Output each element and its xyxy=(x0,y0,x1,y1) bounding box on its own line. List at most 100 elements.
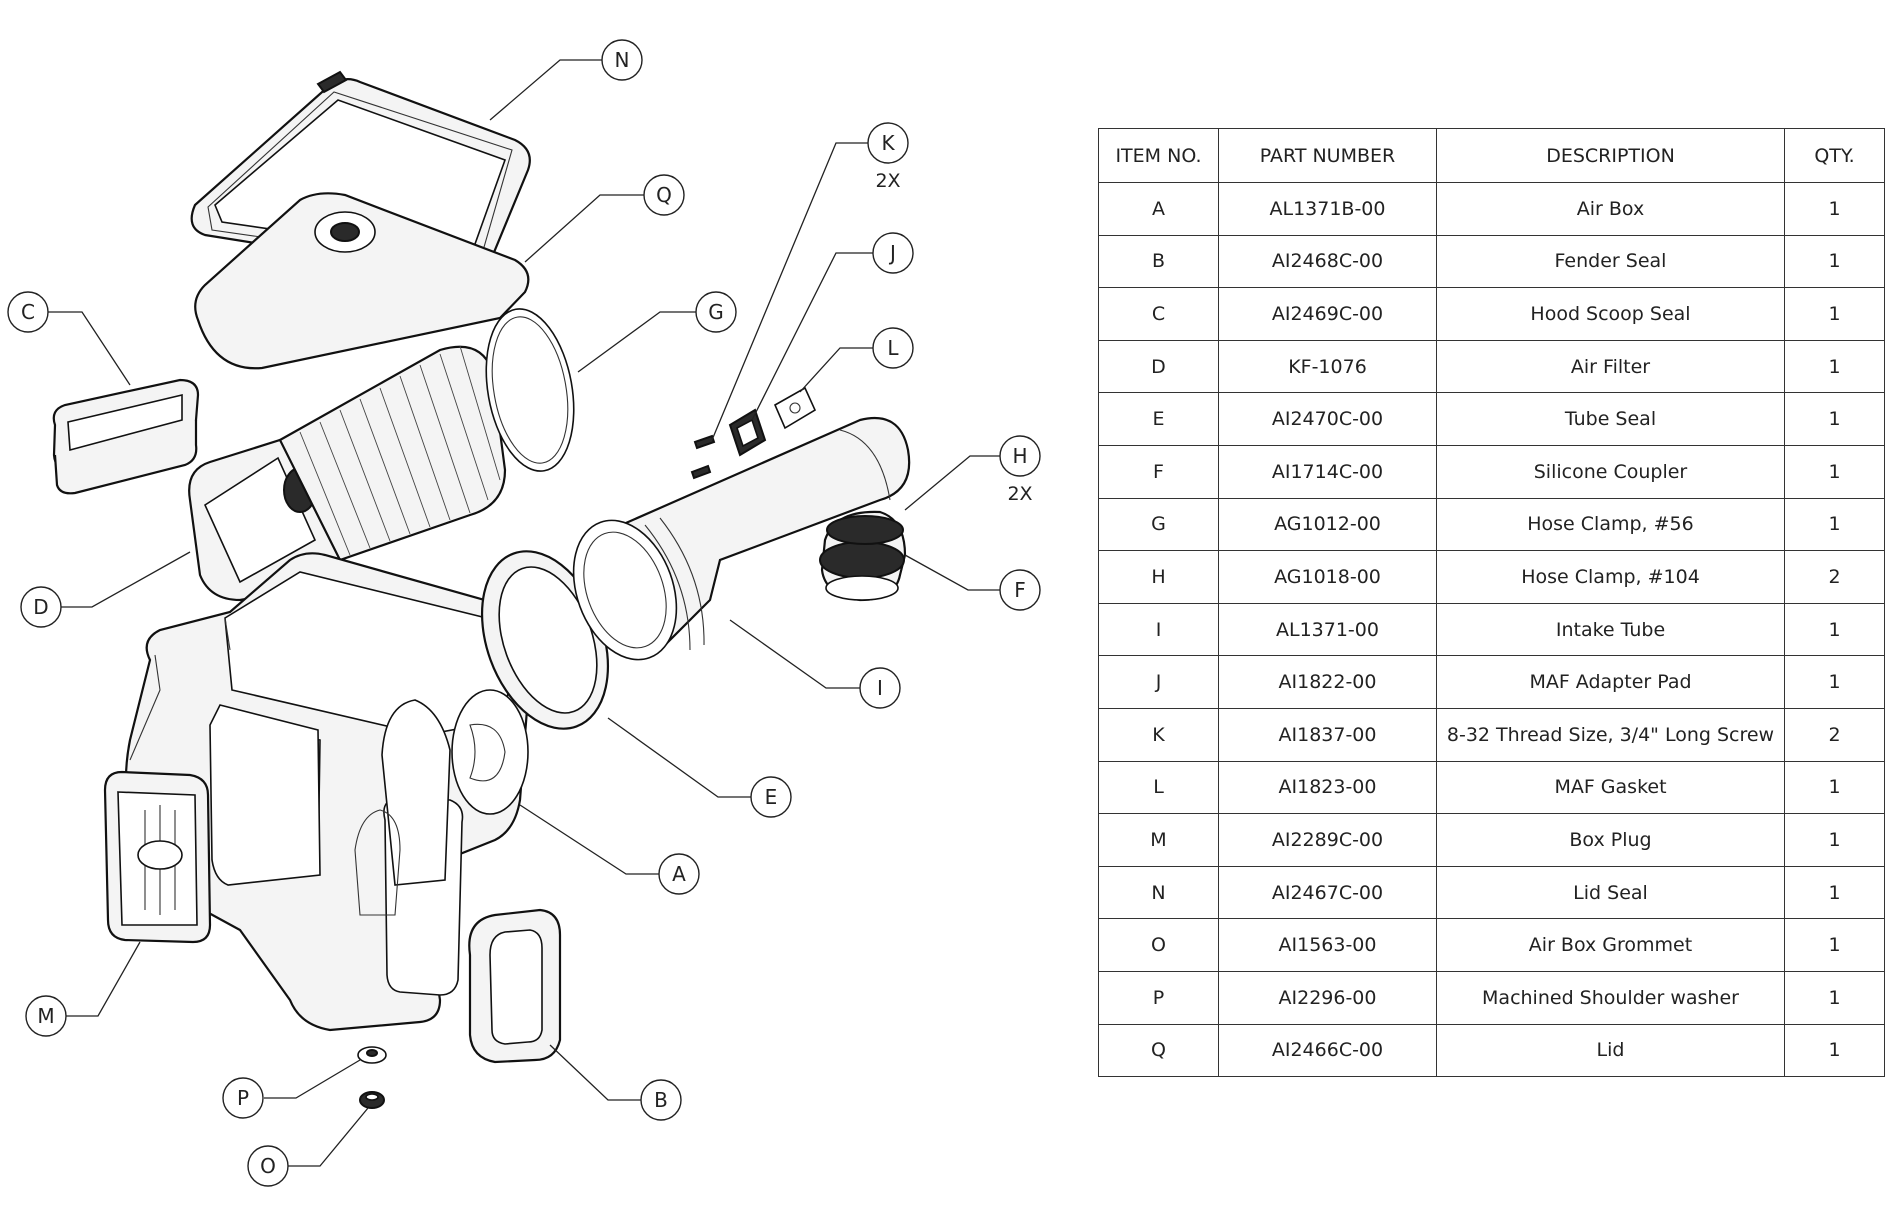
cell-part-number: AI2468C-00 xyxy=(1218,234,1437,289)
cell-description: Air Box xyxy=(1436,182,1785,236)
svg-text:B: B xyxy=(654,1088,668,1112)
cell-part-number: AG1018-00 xyxy=(1218,550,1437,604)
exploded-diagram: N Q C G K 2X J L H 2X D F I E A M P B O xyxy=(7,39,1041,1187)
cell-part-number: AI1837-00 xyxy=(1218,707,1437,762)
quantity-note-H: 2X xyxy=(1007,483,1032,505)
cell-item: I xyxy=(1098,602,1219,657)
cell-qty: 1 xyxy=(1784,918,1885,972)
cell-qty: 1 xyxy=(1784,813,1885,867)
cell-item: D xyxy=(1098,339,1219,394)
svg-text:Q: Q xyxy=(656,183,672,207)
cell-part-number: AI2466C-00 xyxy=(1218,1023,1437,1078)
part-fender-seal xyxy=(468,908,562,1064)
part-hose-clamp-56 xyxy=(485,308,575,472)
part-shoulder-washer xyxy=(357,1046,387,1064)
cell-part-number: AG1012-00 xyxy=(1218,497,1437,552)
cell-description: Box Plug xyxy=(1436,813,1785,867)
leader-O xyxy=(288,1107,369,1167)
cell-description: Hose Clamp, #56 xyxy=(1436,497,1785,552)
cell-qty: 1 xyxy=(1784,182,1885,236)
cell-qty: 1 xyxy=(1784,339,1885,394)
cell-part-number: AI2296-00 xyxy=(1218,970,1437,1025)
leader-Q xyxy=(524,194,646,263)
svg-text:M: M xyxy=(37,1004,54,1028)
callout-E: E xyxy=(750,776,792,818)
cell-qty: 2 xyxy=(1784,550,1885,604)
cell-qty: 2 xyxy=(1784,707,1885,762)
leader-H xyxy=(904,455,1000,511)
leader-G xyxy=(577,311,698,373)
svg-text:F: F xyxy=(1014,578,1026,602)
leader-I xyxy=(729,619,860,689)
svg-text:K: K xyxy=(881,131,895,155)
cell-description: Fender Seal xyxy=(1436,234,1785,289)
callout-H: H xyxy=(999,435,1041,477)
callout-O: O xyxy=(247,1145,289,1187)
cell-item: O xyxy=(1098,918,1219,972)
cell-description: MAF Gasket xyxy=(1436,760,1785,815)
part-intake-tube xyxy=(572,416,911,661)
svg-text:A: A xyxy=(672,862,686,886)
cell-part-number: AI2469C-00 xyxy=(1218,287,1437,341)
cell-qty: 1 xyxy=(1784,760,1885,815)
callout-G: G xyxy=(695,291,737,333)
cell-description: Lid Seal xyxy=(1436,865,1785,920)
header-part-number: PART NUMBER xyxy=(1218,128,1437,183)
leader-E xyxy=(607,717,752,798)
cell-description: Machined Shoulder washer xyxy=(1436,970,1785,1025)
part-maf-gasket xyxy=(773,386,817,430)
svg-text:P: P xyxy=(237,1086,249,1110)
cell-qty: 1 xyxy=(1784,1023,1885,1078)
header-item-no: ITEM NO. xyxy=(1098,128,1219,183)
cell-description: MAF Adapter Pad xyxy=(1436,655,1785,709)
cell-qty: 1 xyxy=(1784,444,1885,499)
leader-J xyxy=(751,252,873,421)
callout-B: B xyxy=(640,1079,682,1121)
callout-P: P xyxy=(222,1077,264,1119)
cell-part-number: AI1823-00 xyxy=(1218,760,1437,815)
cell-description: Tube Seal xyxy=(1436,392,1785,446)
svg-text:C: C xyxy=(21,300,35,324)
cell-qty: 1 xyxy=(1784,392,1885,446)
leader-P xyxy=(264,1059,361,1099)
svg-text:J: J xyxy=(888,241,896,265)
leader-F xyxy=(904,554,1002,591)
cell-description: Lid xyxy=(1436,1023,1785,1078)
cell-description: Air Box Grommet xyxy=(1436,918,1785,972)
header-qty: QTY. xyxy=(1784,128,1885,183)
part-air-filter xyxy=(188,345,507,602)
leader-M xyxy=(65,941,141,1017)
cell-item: P xyxy=(1098,970,1219,1025)
cell-item: B xyxy=(1098,234,1219,289)
quantity-note-K: 2X xyxy=(875,170,900,192)
part-box-plug xyxy=(103,770,212,944)
callout-J: J xyxy=(872,232,914,274)
cell-description: Hose Clamp, #104 xyxy=(1436,550,1785,604)
callout-Q: Q xyxy=(643,174,685,216)
cell-item: F xyxy=(1098,444,1219,499)
cell-qty: 1 xyxy=(1784,865,1885,920)
cell-qty: 1 xyxy=(1784,497,1885,552)
callout-D: D xyxy=(20,586,62,628)
svg-text:G: G xyxy=(708,300,724,324)
cell-description: Air Filter xyxy=(1436,339,1785,394)
svg-text:D: D xyxy=(33,595,48,619)
part-air-box xyxy=(124,552,536,1032)
cell-part-number: AI2470C-00 xyxy=(1218,392,1437,446)
part-grommet xyxy=(359,1091,385,1109)
cell-qty: 1 xyxy=(1784,602,1885,657)
part-maf-adapter-pad xyxy=(728,408,767,457)
part-lid xyxy=(194,192,530,370)
cell-part-number: AI1714C-00 xyxy=(1218,444,1437,499)
